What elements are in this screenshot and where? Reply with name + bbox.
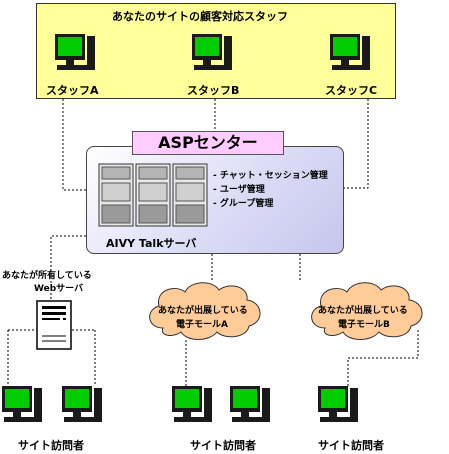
staff-b-label: スタッフB: [187, 84, 240, 97]
visitor-computer-icon: [318, 386, 358, 422]
server-rack-icon: [98, 163, 208, 227]
visitor-label-1: サイト訪問者: [18, 439, 84, 452]
computer-icon: [330, 34, 370, 70]
asp-center-title: ASPセンター: [132, 131, 284, 155]
visitor-label-2: サイト訪問者: [190, 439, 256, 452]
computer-icon: [192, 34, 232, 70]
web-server-icon: [36, 300, 72, 350]
visitor-computer-icon: [172, 386, 212, 422]
visitor-computer-icon: [62, 386, 102, 422]
visitor-label-3: サイト訪問者: [318, 439, 384, 452]
web-server-label-line2: Webサーバ: [34, 284, 84, 294]
mall-b-cloud-icon: [311, 282, 423, 340]
computer-icon: [55, 34, 95, 70]
feature-user-management: - ユーザ管理: [213, 185, 265, 195]
mall-b-line2: 電子モールB: [338, 320, 390, 330]
feature-chat-session: - チャット・セッション管理: [213, 171, 328, 181]
staff-section-title: あなたのサイトの顧客対応スタッフ: [112, 10, 288, 23]
feature-group-management: - グループ管理: [213, 199, 274, 209]
mall-a-line2: 電子モールA: [176, 320, 228, 330]
staff-c-label: スタッフC: [325, 84, 378, 97]
visitor-computer-icon: [230, 386, 270, 422]
visitor-computer-icon: [2, 386, 42, 422]
mall-b-line1: あなたが出展している: [318, 306, 408, 316]
server-label: AIVY Talkサーバ: [106, 237, 197, 250]
web-server-label-line1: あなたが所有している: [2, 271, 92, 281]
staff-a-label: スタッフA: [46, 84, 99, 97]
mall-a-line1: あなたが出展している: [158, 306, 248, 316]
mall-a-cloud-icon: [149, 282, 261, 340]
